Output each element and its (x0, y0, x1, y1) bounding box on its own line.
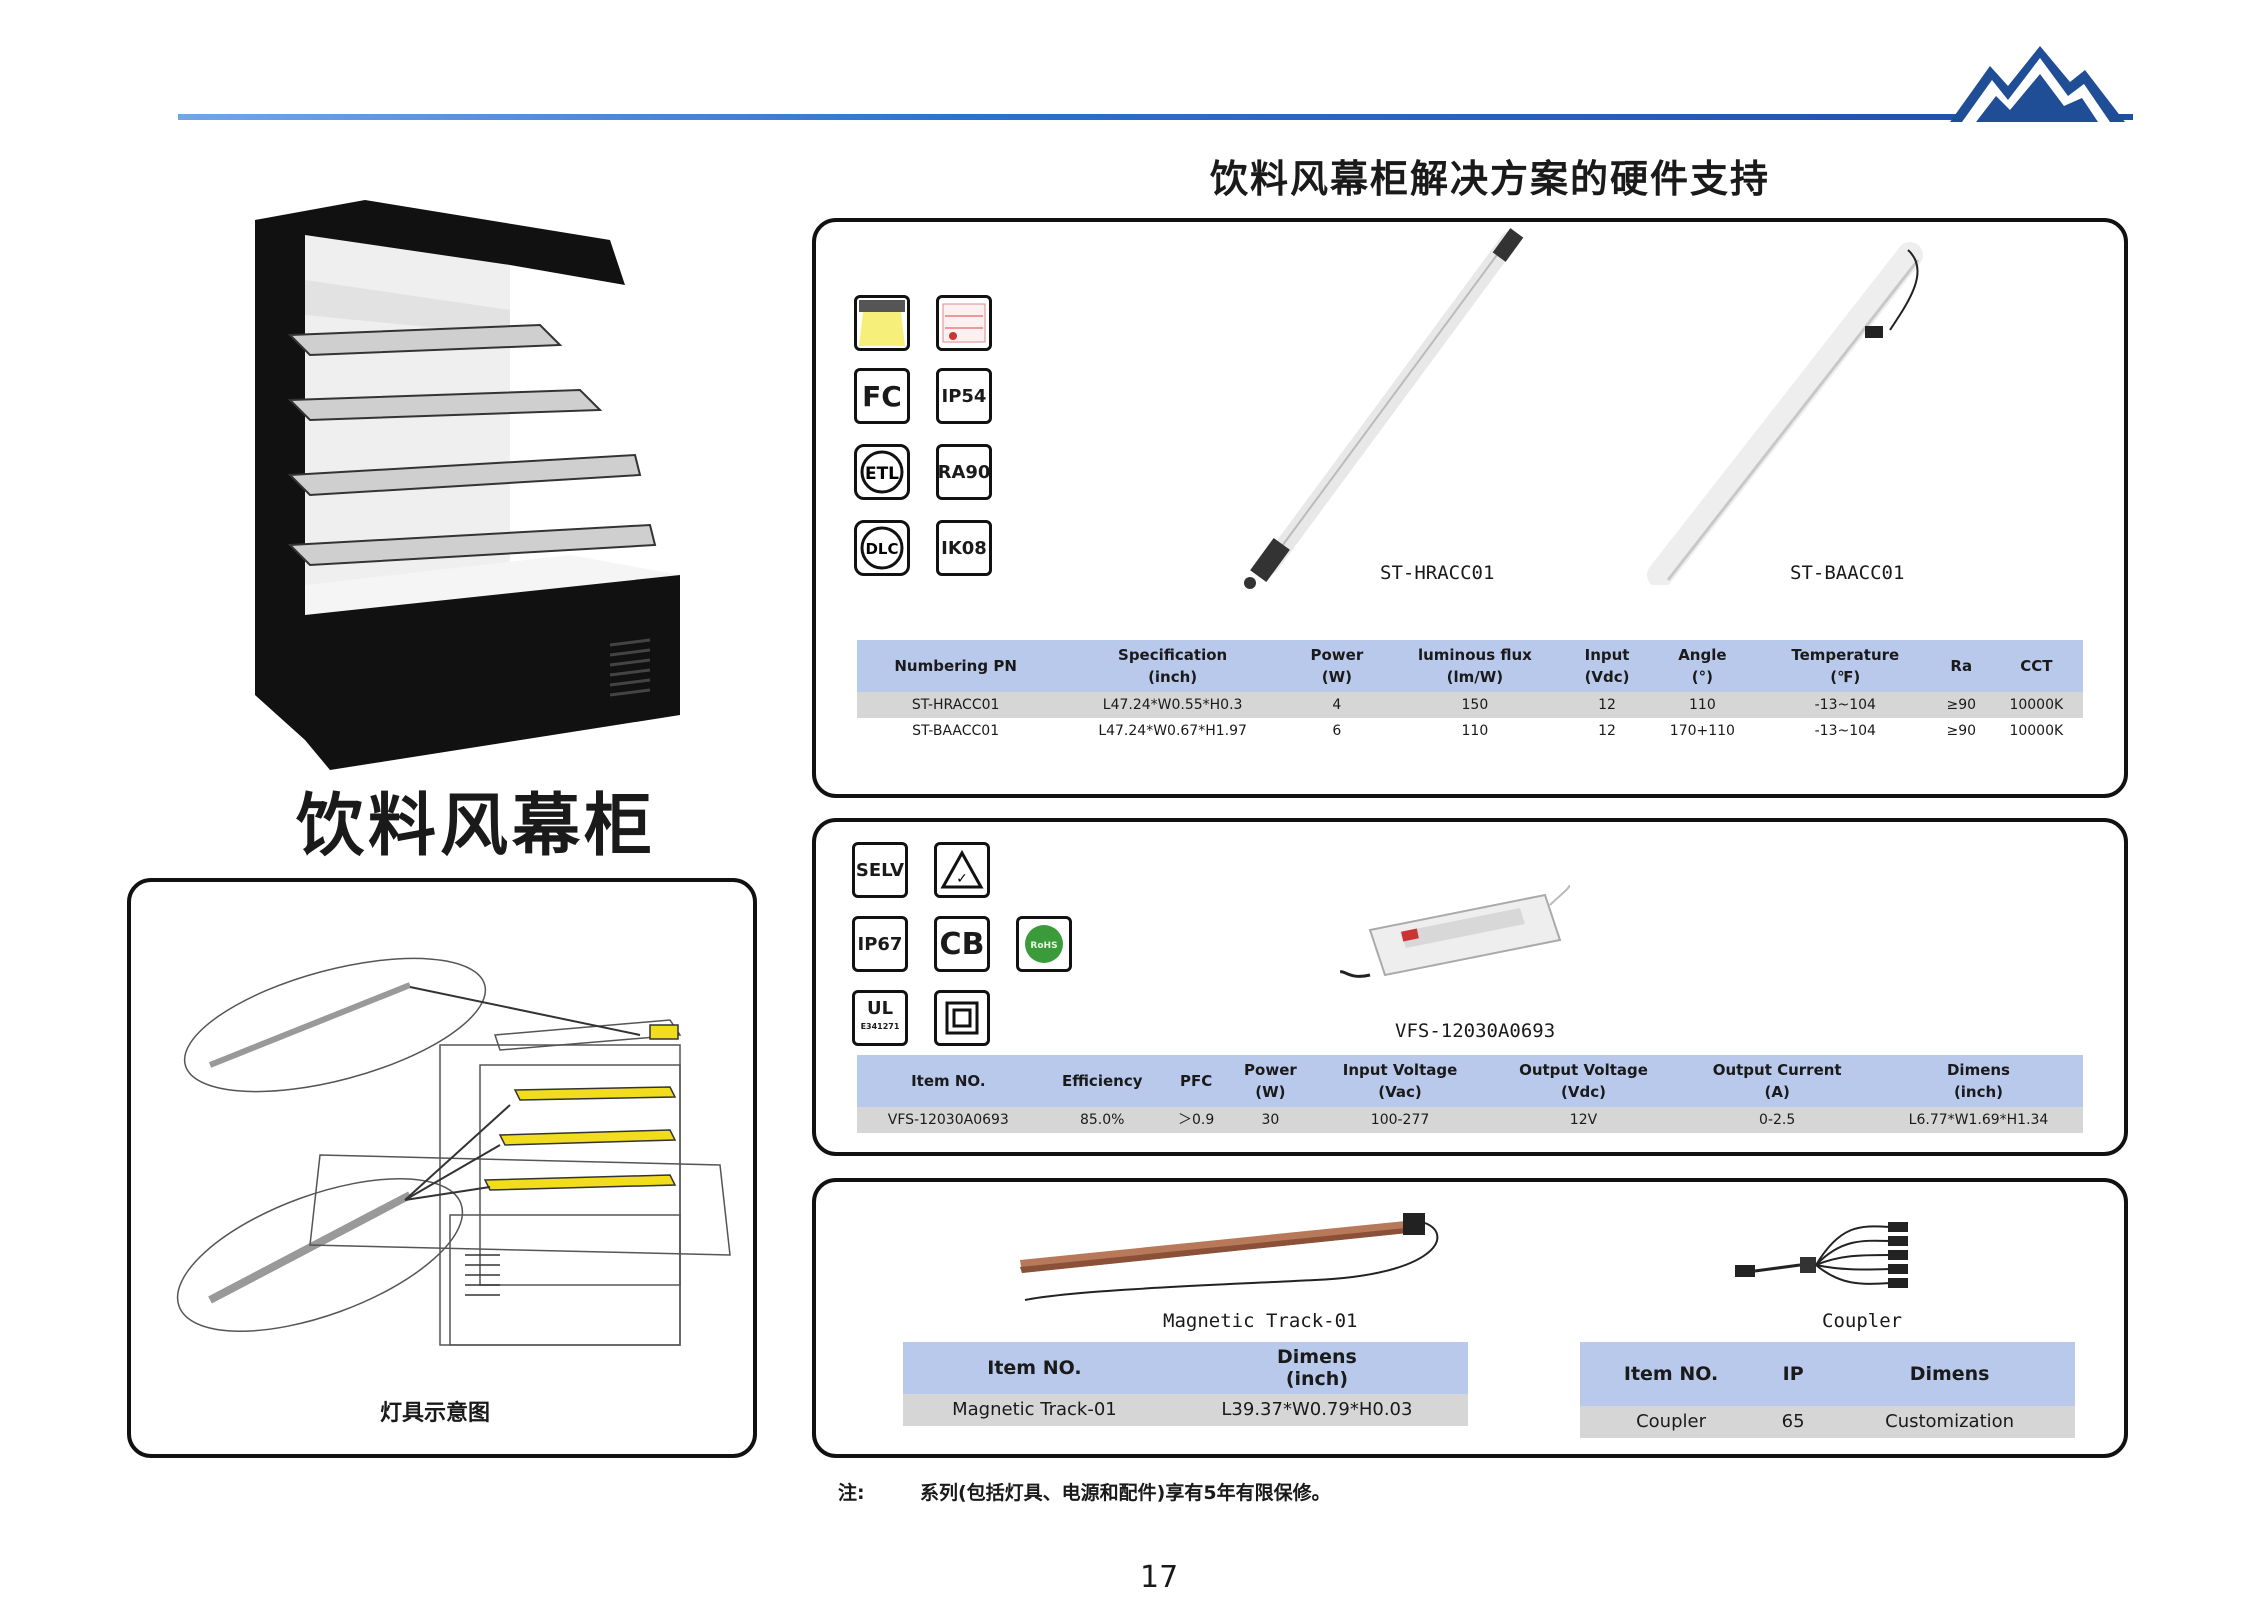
table-header: Ra (1932, 640, 1990, 692)
page-number: 17 (1140, 1560, 1179, 1595)
ul-cert-icon: UL E341271 (852, 990, 908, 1046)
product-label-track: Magnetic Track-01 (1163, 1310, 1358, 1332)
product-label-hracc01: ST-HRACC01 (1380, 562, 1495, 584)
mountain-logo-icon (1950, 46, 2125, 122)
table-header: Output Voltage(Vdc) (1486, 1055, 1681, 1107)
table-header-row: Item NO. IP Dimens (1580, 1342, 2075, 1406)
table-header: Item NO. (903, 1342, 1166, 1394)
table-header: Numbering PN (857, 640, 1055, 692)
driver-spec-table: Item NO. Efficiency PFC Power(W) Input V… (857, 1055, 2083, 1133)
coupler-image (1735, 1222, 1908, 1288)
product-label-coupler: Coupler (1822, 1310, 1903, 1332)
table-header: Input Voltage(Vac) (1313, 1055, 1487, 1107)
table-header: Input(Vdc) (1567, 640, 1648, 692)
ip54-badge: IP54 (936, 368, 992, 424)
table-header: Dimens(inch) (1165, 1342, 1468, 1394)
led-tube-baacc01-image (1647, 242, 1923, 585)
table-row: Magnetic Track-01 L39.37*W0.79*H0.03 (903, 1394, 1468, 1426)
table-header: Dimens (1824, 1342, 2075, 1406)
cb-cert-icon: CB (934, 916, 990, 972)
dlc-cert-icon: DLC (854, 520, 910, 576)
led-tube-hracc01-image (1244, 228, 1524, 589)
ul-cert-label: UL (866, 998, 894, 1019)
ra90-badge: RA90 (936, 444, 992, 500)
table-header: PFC (1164, 1055, 1228, 1107)
table-header: Power(W) (1227, 1055, 1314, 1107)
etl-cert-icon: ETL (854, 444, 910, 500)
etl-cert-label: ETL (865, 464, 899, 484)
table-header: Power(W) (1290, 640, 1383, 692)
table-row: Coupler 65 Customization (1580, 1406, 2075, 1438)
note-label: 注: (838, 1482, 865, 1504)
warranty-note: 系列(包括灯具、电源和配件)享有5年有限保修。 (920, 1482, 1331, 1504)
dlc-cert-label: DLC (865, 540, 898, 558)
table-header: Output Current(A) (1680, 1055, 1874, 1107)
table-header: Temperature(℉) (1757, 640, 1933, 692)
page-title: 饮料风幕柜解决方案的硬件支持 (1210, 157, 1771, 201)
fixture-layout-diagram (176, 957, 731, 1346)
beverage-cabinet-illustration (255, 200, 680, 770)
table-header: Item NO. (1580, 1342, 1763, 1406)
fcc-cert-icon: FC (854, 368, 910, 424)
product-label-baacc01: ST-BAACC01 (1790, 562, 1905, 584)
table-header-row: Item NO. Efficiency PFC Power(W) Input V… (857, 1055, 2083, 1107)
table-header-row: Item NO. Dimens(inch) (903, 1342, 1468, 1394)
lighting-diagram-panel (127, 878, 757, 1458)
table-header: Angle(°) (1647, 640, 1758, 692)
table-header: Efficiency (1039, 1055, 1165, 1107)
fixture-light-icon (854, 295, 910, 351)
diagram-caption: 灯具示意图 (380, 1401, 491, 1426)
class-ii-cert-icon (934, 990, 990, 1046)
shelf-application-icon (936, 295, 992, 351)
ul-file-number: E341271 (860, 1022, 900, 1031)
power-driver-image (1340, 884, 1570, 978)
rohs-cert-label: RoHS (1030, 941, 1057, 951)
table-header-row: Numbering PN Specification(inch) Power(W… (857, 640, 2083, 692)
coupler-spec-table: Item NO. IP Dimens Coupler 65 Customizat… (1580, 1342, 2075, 1438)
product-label-vfs: VFS-12030A0693 (1395, 1020, 1556, 1042)
table-header: CCT (1989, 640, 2083, 692)
track-spec-table: Item NO. Dimens(inch) Magnetic Track-01 … (903, 1342, 1468, 1426)
header-rule (178, 114, 2133, 120)
magnetic-track-image (1020, 1213, 1439, 1301)
selv-badge: SELV (852, 842, 908, 898)
table-header: Dimens(inch) (1874, 1055, 2083, 1107)
table-header: IP (1762, 1342, 1825, 1406)
table-header: Item NO. (857, 1055, 1040, 1107)
rohs-cert-icon: RoHS (1016, 916, 1072, 972)
led-spec-table: Numbering PN Specification(inch) Power(W… (857, 640, 2083, 744)
ip67-badge: IP67 (852, 916, 908, 972)
ik08-badge: IK08 (936, 520, 992, 576)
cabinet-caption: 饮料风幕柜 (296, 787, 657, 866)
table-header: Specification(inch) (1054, 640, 1291, 692)
svg-text:✓: ✓ (956, 871, 968, 887)
table-header: luminous flux(lm/W) (1382, 640, 1568, 692)
rcm-cert-icon: ✓ (934, 842, 990, 898)
